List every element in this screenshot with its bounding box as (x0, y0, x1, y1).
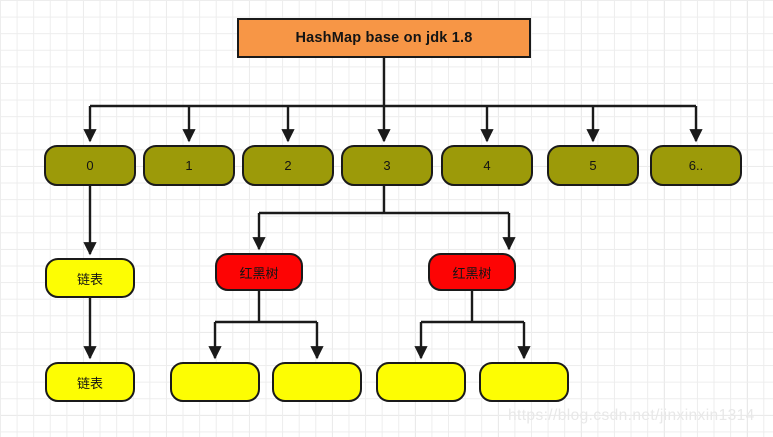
node-leaf-0[interactable] (170, 362, 260, 402)
node-bucket-2-label: 2 (284, 158, 292, 173)
node-bucket-5-label: 5 (589, 158, 597, 173)
node-leaf-1[interactable] (272, 362, 362, 402)
node-linked-list-2[interactable]: 链表 (45, 362, 135, 402)
node-bucket-1-label: 1 (185, 158, 193, 173)
node-bucket-4-label: 4 (483, 158, 491, 173)
node-linked-list-2-label: 链表 (76, 375, 103, 391)
node-bucket-4[interactable]: 4 (441, 145, 533, 186)
node-hashmap-title-label: HashMap base on jdk 1.8 (295, 30, 473, 46)
node-leaf-3[interactable] (479, 362, 569, 402)
node-red-black-tree-right[interactable]: 红黑树 (428, 253, 516, 291)
watermark-text: https://blog.csdn.net/jinxinxin1314 (508, 407, 755, 424)
node-bucket-1[interactable]: 1 (143, 145, 235, 186)
node-red-black-tree-right-label: 红黑树 (452, 265, 492, 281)
node-linked-list-1-label: 链表 (76, 271, 103, 287)
node-bucket-5[interactable]: 5 (547, 145, 639, 186)
node-bucket-0-label: 0 (86, 158, 94, 173)
node-bucket-2[interactable]: 2 (242, 145, 334, 186)
node-bucket-6-label: 6.. (688, 158, 704, 173)
node-linked-list-1[interactable]: 链表 (45, 258, 135, 298)
node-bucket-3-label: 3 (383, 158, 391, 173)
node-red-black-tree-left-label: 红黑树 (239, 265, 279, 281)
node-bucket-0[interactable]: 0 (44, 145, 136, 186)
node-bucket-6[interactable]: 6.. (650, 145, 742, 186)
node-bucket-3[interactable]: 3 (341, 145, 433, 186)
node-leaf-2[interactable] (376, 362, 466, 402)
node-red-black-tree-left[interactable]: 红黑树 (215, 253, 303, 291)
node-hashmap-title[interactable]: HashMap base on jdk 1.8 (237, 18, 531, 58)
